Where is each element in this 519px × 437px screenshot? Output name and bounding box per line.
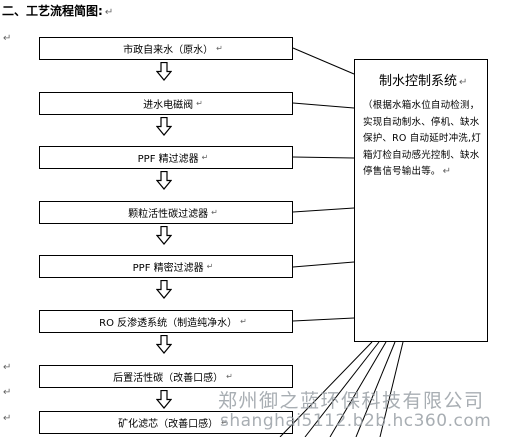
paragraph-mark: ↵: [3, 413, 12, 424]
connector-line: [279, 341, 373, 437]
connector-line: [329, 341, 387, 437]
box-mark: ↵: [211, 208, 218, 217]
connector-line: [292, 47, 355, 75]
connector-line: [379, 341, 404, 437]
step-label: 矿化滤芯（改善口感）: [118, 419, 219, 430]
paragraph-mark: ↵: [3, 362, 12, 373]
watermark-url: shanghai5112.b2b.hc360.com: [220, 411, 492, 431]
box-mark: ↵: [226, 372, 233, 381]
step-box-carbon-filter: 颗粒活性碳过滤器↵: [39, 201, 293, 224]
down-arrow-icon: [156, 226, 172, 245]
control-system-title-text: 制水控制系统: [379, 74, 458, 89]
connector-line: [304, 341, 380, 437]
step-box-inlet-valve: 进水电磁阀↵: [39, 92, 293, 115]
control-system-box: 制水控制系统↵ （根据水箱水位自动检测，实现自动制水、停机、缺水保护、RO 自动…: [354, 59, 488, 342]
control-system-description-text: （根据水箱水位自动检测，实现自动制水、停机、缺水保护、RO 自动延时冲洗,灯箱灯…: [363, 100, 481, 177]
paragraph-mark: ↵: [459, 77, 468, 88]
control-system-title: 制水控制系统↵: [379, 70, 481, 89]
paragraph-mark: ↵: [3, 387, 12, 398]
down-arrow-icon: [156, 335, 172, 354]
box-mark: ↵: [206, 262, 214, 271]
paragraph-mark: ↵: [104, 7, 114, 18]
connector-line: [355, 341, 396, 437]
connector-line: [292, 102, 355, 109]
step-box-raw-water: 市政自来水（原水）↵: [39, 37, 293, 60]
connector-line: [292, 207, 355, 213]
section-heading-text: 二、工艺流程简图:: [2, 4, 103, 18]
down-arrow-icon: [156, 390, 172, 409]
connector-line: [292, 261, 355, 268]
step-box-ppf-precision-filter: PPF 精密过滤器↵: [39, 255, 293, 278]
control-system-description: （根据水箱水位自动检测，实现自动制水、停机、缺水保护、RO 自动延时冲洗,灯箱灯…: [363, 98, 481, 181]
step-label: 进水电磁阀: [143, 100, 194, 111]
watermark: 郑州御之蓝环保科技有限公司 shanghai5112.b2b.hc360.com: [218, 391, 491, 431]
down-arrow-icon: [156, 117, 172, 136]
step-label: PPF 精密过滤器: [132, 263, 204, 274]
step-box-ro-system: RO 反渗透系统（制造纯净水）↵: [39, 310, 293, 333]
step-label: 颗粒活性碳过滤器: [128, 209, 209, 220]
box-mark: ↵: [201, 153, 209, 162]
box-mark: ↵: [240, 317, 247, 326]
step-box-ppf-filter: PPF 精过滤器↵: [39, 146, 293, 169]
box-mark: ↵: [221, 418, 228, 427]
step-label: 市政自来水（原水）: [123, 45, 214, 56]
step-box-mineral-filter: 矿化滤芯（改善口感）↵: [39, 411, 293, 434]
down-arrow-icon: [156, 62, 172, 81]
step-label: RO 反渗透系统（制造纯净水）: [99, 318, 238, 329]
connector-line: [292, 156, 355, 159]
box-mark: ↵: [216, 44, 223, 53]
step-box-post-carbon: 后置活性碳（改善口感）↵: [39, 365, 293, 388]
down-arrow-icon: [156, 280, 172, 299]
step-label: PPF 精过滤器: [137, 154, 199, 165]
paragraph-mark: ↵: [442, 166, 452, 177]
box-mark: ↵: [196, 99, 203, 108]
step-label: 后置活性碳（改善口感）: [113, 373, 224, 384]
connector-line: [292, 317, 355, 322]
down-arrow-icon: [156, 171, 172, 190]
paragraph-mark: ↵: [3, 33, 12, 44]
section-heading: 二、工艺流程简图:↵: [2, 2, 113, 19]
watermark-company: 郑州御之蓝环保科技有限公司: [218, 390, 485, 412]
